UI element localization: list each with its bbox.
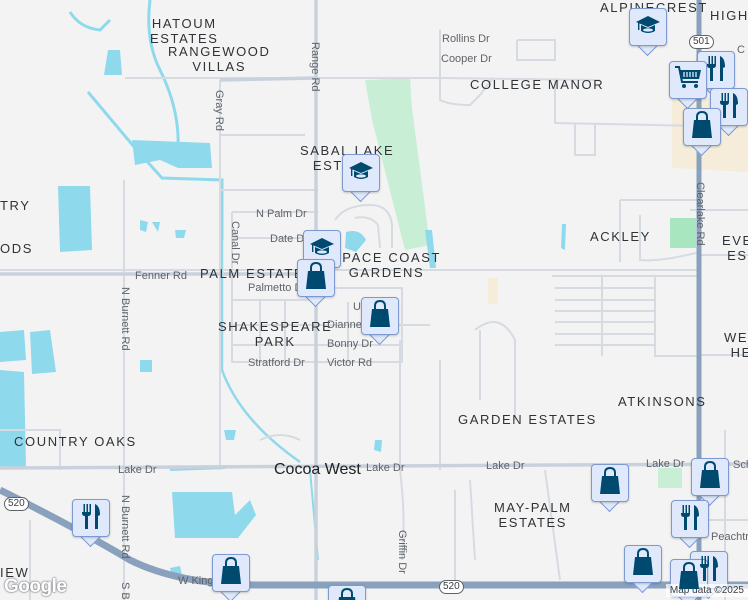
road-label: Palmetto Dr — [248, 282, 307, 294]
restaurant-icon — [79, 502, 103, 535]
road-label: Lake Dr — [366, 462, 405, 474]
road-label: Victor Rd — [327, 357, 373, 369]
road-label: Canal Dr — [229, 221, 241, 265]
city-label: Cocoa West — [274, 461, 361, 478]
road-label: N Palm Dr — [256, 208, 307, 220]
road-label: N Burnett Rd — [119, 495, 131, 559]
shopping-bag-icon — [219, 556, 243, 590]
area-label: ATKINSONS — [618, 394, 707, 409]
poi-marker-school[interactable] — [342, 154, 380, 203]
area-label: HIGH — [710, 8, 748, 23]
marker-body — [624, 545, 662, 583]
road-label: Rollins Dr — [442, 33, 490, 45]
restaurant-icon — [717, 91, 741, 124]
poi-marker-shopping[interactable] — [361, 297, 399, 346]
area-label: PALM ESTATES — [200, 266, 315, 281]
marker-body — [671, 500, 709, 538]
poi-marker-shopping[interactable] — [212, 554, 250, 600]
marker-body — [629, 8, 667, 46]
poi-marker-shopping[interactable] — [297, 259, 335, 308]
marker-body — [342, 154, 380, 192]
water-bodies — [0, 0, 566, 577]
area-label: EVEES — [722, 233, 748, 263]
restaurant-icon — [697, 554, 721, 587]
school-icon — [348, 160, 374, 187]
road-label: Lake Dr — [646, 458, 685, 470]
shopping-cart-icon — [674, 65, 702, 96]
shopping-bag-icon — [304, 261, 328, 295]
road-label: Sch — [733, 459, 748, 471]
poi-marker-shopping[interactable] — [591, 464, 629, 513]
route-shield: 520 — [439, 580, 464, 594]
road-label: W King — [178, 575, 214, 587]
road-label: Lake Dr — [486, 460, 525, 472]
road-label: Griffin Dr — [396, 530, 408, 574]
area-label: ACKLEY — [590, 229, 651, 244]
google-logo[interactable]: Google — [4, 576, 67, 597]
school-icon — [309, 236, 335, 263]
road-label: Range Rd — [309, 42, 321, 92]
shopping-bag-icon — [698, 460, 722, 494]
restaurant-icon — [678, 503, 702, 536]
poi-marker-grocery[interactable] — [669, 61, 707, 110]
poi-marker-shopping[interactable] — [624, 545, 662, 594]
route-shield: 520 — [4, 497, 29, 511]
area-label: WESHE — [724, 330, 748, 360]
road-label: Date Dr — [270, 233, 308, 245]
marker-body — [361, 297, 399, 335]
road-label: Fenner Rd — [135, 270, 187, 282]
poi-marker-school[interactable] — [629, 8, 667, 57]
area-label: ALPINECREST — [600, 0, 708, 15]
shopping-bag-icon — [598, 466, 622, 500]
shopping-bag-icon — [335, 587, 359, 600]
poi-marker-shopping[interactable] — [683, 108, 721, 157]
road-label: Cooper Dr — [441, 53, 492, 65]
shopping-bag-icon — [677, 561, 701, 595]
road-label: N Burnett Rd — [119, 287, 131, 351]
park-area — [670, 218, 696, 248]
marker-body — [72, 499, 110, 537]
marker-body — [683, 108, 721, 146]
marker-body — [212, 554, 250, 592]
poi-marker-shopping[interactable] — [328, 585, 366, 600]
area-label: TRY — [0, 198, 31, 213]
commercial-area — [488, 278, 498, 304]
area-label: COUNTRY OAKS — [14, 434, 137, 449]
park-area — [365, 78, 430, 250]
poi-marker-shopping[interactable] — [691, 458, 729, 507]
route-shield: 501 — [689, 35, 714, 49]
road-label: S B — [119, 582, 131, 600]
road-label: Bonny Dr — [327, 338, 373, 350]
road-label: Clearlake Rd — [694, 182, 706, 246]
restaurant-icon — [704, 54, 728, 87]
marker-body — [691, 458, 729, 496]
area-label: ODS — [0, 241, 33, 256]
road-label: Peachtr — [711, 531, 748, 543]
marker-body — [328, 585, 366, 600]
marker-body — [591, 464, 629, 502]
shopping-bag-icon — [690, 110, 714, 144]
road-label: C — [737, 44, 745, 56]
poi-marker-restaurant[interactable] — [671, 500, 709, 549]
road-label: Lake Dr — [118, 464, 157, 476]
school-icon — [635, 14, 661, 41]
area-label: IEW — [0, 565, 30, 580]
marker-body — [669, 61, 707, 99]
poi-marker-restaurant[interactable] — [72, 499, 110, 548]
area-label: GARDEN ESTATES — [458, 412, 597, 427]
shopping-bag-icon — [368, 299, 392, 333]
area-label: COLLEGE MANOR — [470, 77, 605, 92]
road-label: Gray Rd — [213, 90, 225, 131]
marker-body — [297, 259, 335, 297]
park-area — [658, 468, 682, 488]
road-label: Stratford Dr — [248, 357, 305, 369]
shopping-bag-icon — [631, 547, 655, 581]
